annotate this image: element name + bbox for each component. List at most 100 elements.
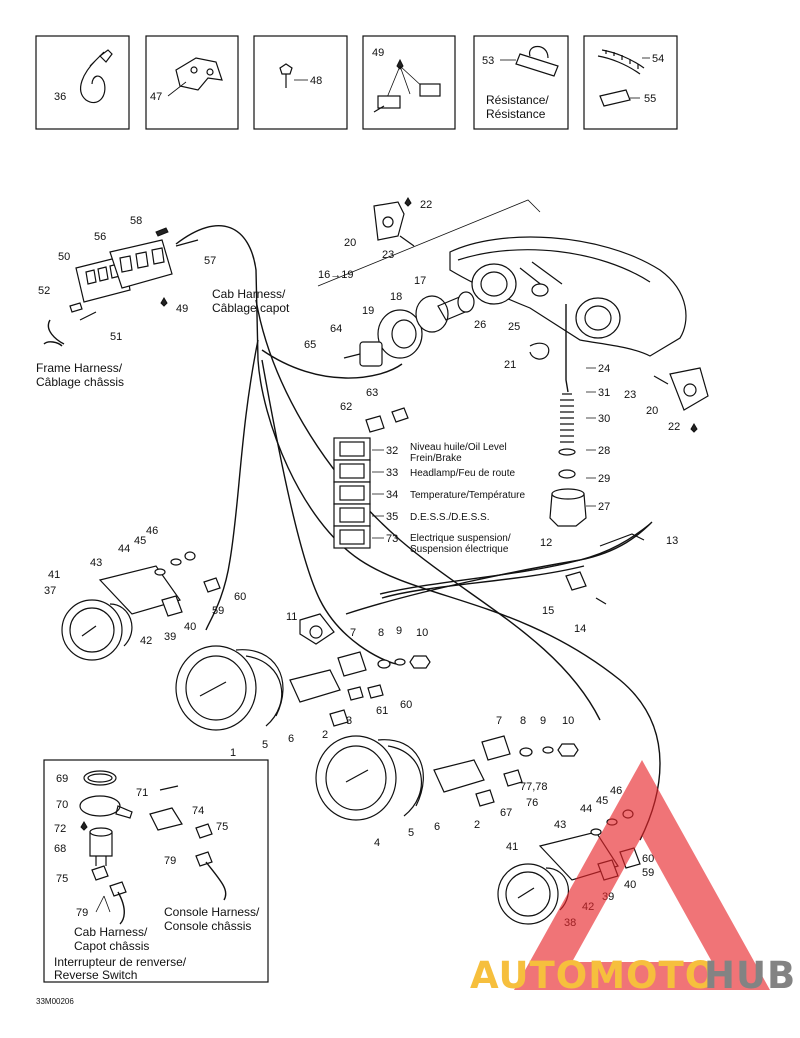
indicator-33-text: Headlamp/Feu de route xyxy=(410,468,516,479)
callout-60a: 60 xyxy=(234,591,246,603)
callout-52: 52 xyxy=(38,285,50,297)
indicator-32-text-2: Frein/Brake xyxy=(410,453,462,464)
indicator-34-text: Temperature/Température xyxy=(410,490,525,501)
callout-65: 65 xyxy=(304,339,316,351)
callout-1: 1 xyxy=(230,747,236,759)
callout-28: 28 xyxy=(598,445,610,457)
callout-21: 21 xyxy=(504,359,516,371)
range-16-19-label: 16→19 xyxy=(318,269,353,281)
callout-70: 70 xyxy=(56,799,68,811)
indicator-34-num: 34 xyxy=(386,489,398,501)
kit-row: 36 47 48 49 xyxy=(35,35,678,130)
callout-11: 11 xyxy=(286,611,297,623)
callout-6b: 6 xyxy=(434,821,440,833)
kit-48-label: 48 xyxy=(310,75,322,87)
callout-22b: 22 xyxy=(668,421,680,433)
callout-57: 57 xyxy=(204,255,216,267)
kit-box-54-55: 54 55 xyxy=(583,35,678,130)
callout-7a: 7 xyxy=(350,627,356,639)
kit-55-label: 55 xyxy=(644,93,656,105)
callout-8a: 8 xyxy=(378,627,384,639)
callout-18: 18 xyxy=(390,291,402,303)
callout-68: 68 xyxy=(54,843,66,855)
callout-58: 58 xyxy=(130,215,142,227)
callout-labels: 58 56 57 50 49 52 51 22 20 23 17 18 19 6… xyxy=(38,199,680,929)
kit-53-caption-2: Résistance xyxy=(486,107,546,121)
callout-9b: 9 xyxy=(540,715,546,727)
callout-20b: 20 xyxy=(646,405,658,417)
callout-56: 56 xyxy=(94,231,106,243)
callout-26: 26 xyxy=(474,319,486,331)
callout-41b: 41 xyxy=(506,841,518,853)
callout-40a: 40 xyxy=(184,621,196,633)
document-code: 33M00206 xyxy=(36,997,74,1006)
reverse-switch-label-2: Reverse Switch xyxy=(54,968,137,982)
automotohub-watermark: AUTOMOTO HUB xyxy=(470,760,796,997)
callout-8b: 8 xyxy=(520,715,526,727)
cab-harness-label-1: Cab Harness/ xyxy=(212,287,286,301)
watermark-text-2: HUB xyxy=(704,954,796,997)
kit-54-label: 54 xyxy=(652,53,664,65)
kit-53-label: 53 xyxy=(482,55,494,67)
callout-45a: 45 xyxy=(134,535,146,547)
callout-75a: 75 xyxy=(216,821,228,833)
callout-64: 64 xyxy=(330,323,342,335)
callout-40b: 40 xyxy=(624,879,636,891)
callout-23b: 23 xyxy=(624,389,636,401)
callout-79a: 79 xyxy=(164,855,176,867)
callout-41a: 41 xyxy=(48,569,60,581)
callout-79b: 79 xyxy=(76,907,88,919)
callout-61: 61 xyxy=(376,705,388,717)
callout-43b: 43 xyxy=(554,819,566,831)
callout-37: 37 xyxy=(44,585,56,597)
callout-71: 71 xyxy=(136,787,148,799)
callout-75b: 75 xyxy=(56,873,68,885)
callout-69: 69 xyxy=(56,773,68,785)
cab-harness-inset-label-2: Capot châssis xyxy=(74,939,149,953)
fuse-block xyxy=(69,227,199,321)
gauge-1 xyxy=(175,613,431,731)
callout-9a: 9 xyxy=(396,625,402,637)
callout-30: 30 xyxy=(598,413,610,425)
callout-74: 74 xyxy=(192,805,204,817)
indicator-73-text-2: Suspension électrique xyxy=(410,544,509,555)
callout-42a: 42 xyxy=(140,635,152,647)
kit-box-53: 53 Résistance/ Résistance xyxy=(473,35,569,130)
callout-63: 63 xyxy=(366,387,378,399)
callout-72: 72 xyxy=(54,823,66,835)
gauge-4 xyxy=(315,735,579,821)
callout-59b: 59 xyxy=(642,867,654,879)
callout-15: 15 xyxy=(542,605,554,617)
callout-43a: 43 xyxy=(90,557,102,569)
kit-box-48: 48 xyxy=(253,35,348,130)
indicator-73-text-1: Electrique suspension/ xyxy=(410,533,511,544)
callout-20a: 20 xyxy=(344,237,356,249)
headlamp-assembly xyxy=(317,197,709,527)
callout-60c: 60 xyxy=(642,853,654,865)
callout-4: 4 xyxy=(374,837,380,849)
callout-62: 62 xyxy=(340,401,352,413)
speedo-cable xyxy=(345,521,653,615)
callout-60b: 60 xyxy=(400,699,412,711)
callout-29: 29 xyxy=(598,473,610,485)
watermark-text-1: AUTOMOTO xyxy=(470,954,717,997)
callout-5b: 5 xyxy=(408,827,414,839)
kit-49-label: 49 xyxy=(372,47,384,59)
callout-76: 76 xyxy=(526,797,538,809)
callout-13: 13 xyxy=(666,535,678,547)
cab-harness-label-2: Câblage capot xyxy=(212,301,290,315)
callout-31: 31 xyxy=(598,387,610,399)
kit-47-label: 47 xyxy=(150,91,162,103)
kit-53-caption-1: Résistance/ xyxy=(486,93,549,107)
frame-harness-label-1: Frame Harness/ xyxy=(36,361,123,375)
indicator-32-num: 32 xyxy=(386,445,398,457)
indicator-35-text: D.E.S.S./D.E.S.S. xyxy=(410,512,489,523)
gauge-left-small xyxy=(61,551,221,661)
callout-27: 27 xyxy=(598,501,610,513)
callout-51: 51 xyxy=(110,331,122,343)
callout-17: 17 xyxy=(414,275,426,287)
cab-harness-inset-label-1: Cab Harness/ xyxy=(74,925,148,939)
reverse-switch-label-1: Interrupteur de renverse/ xyxy=(54,955,187,969)
callout-50: 50 xyxy=(58,251,70,263)
